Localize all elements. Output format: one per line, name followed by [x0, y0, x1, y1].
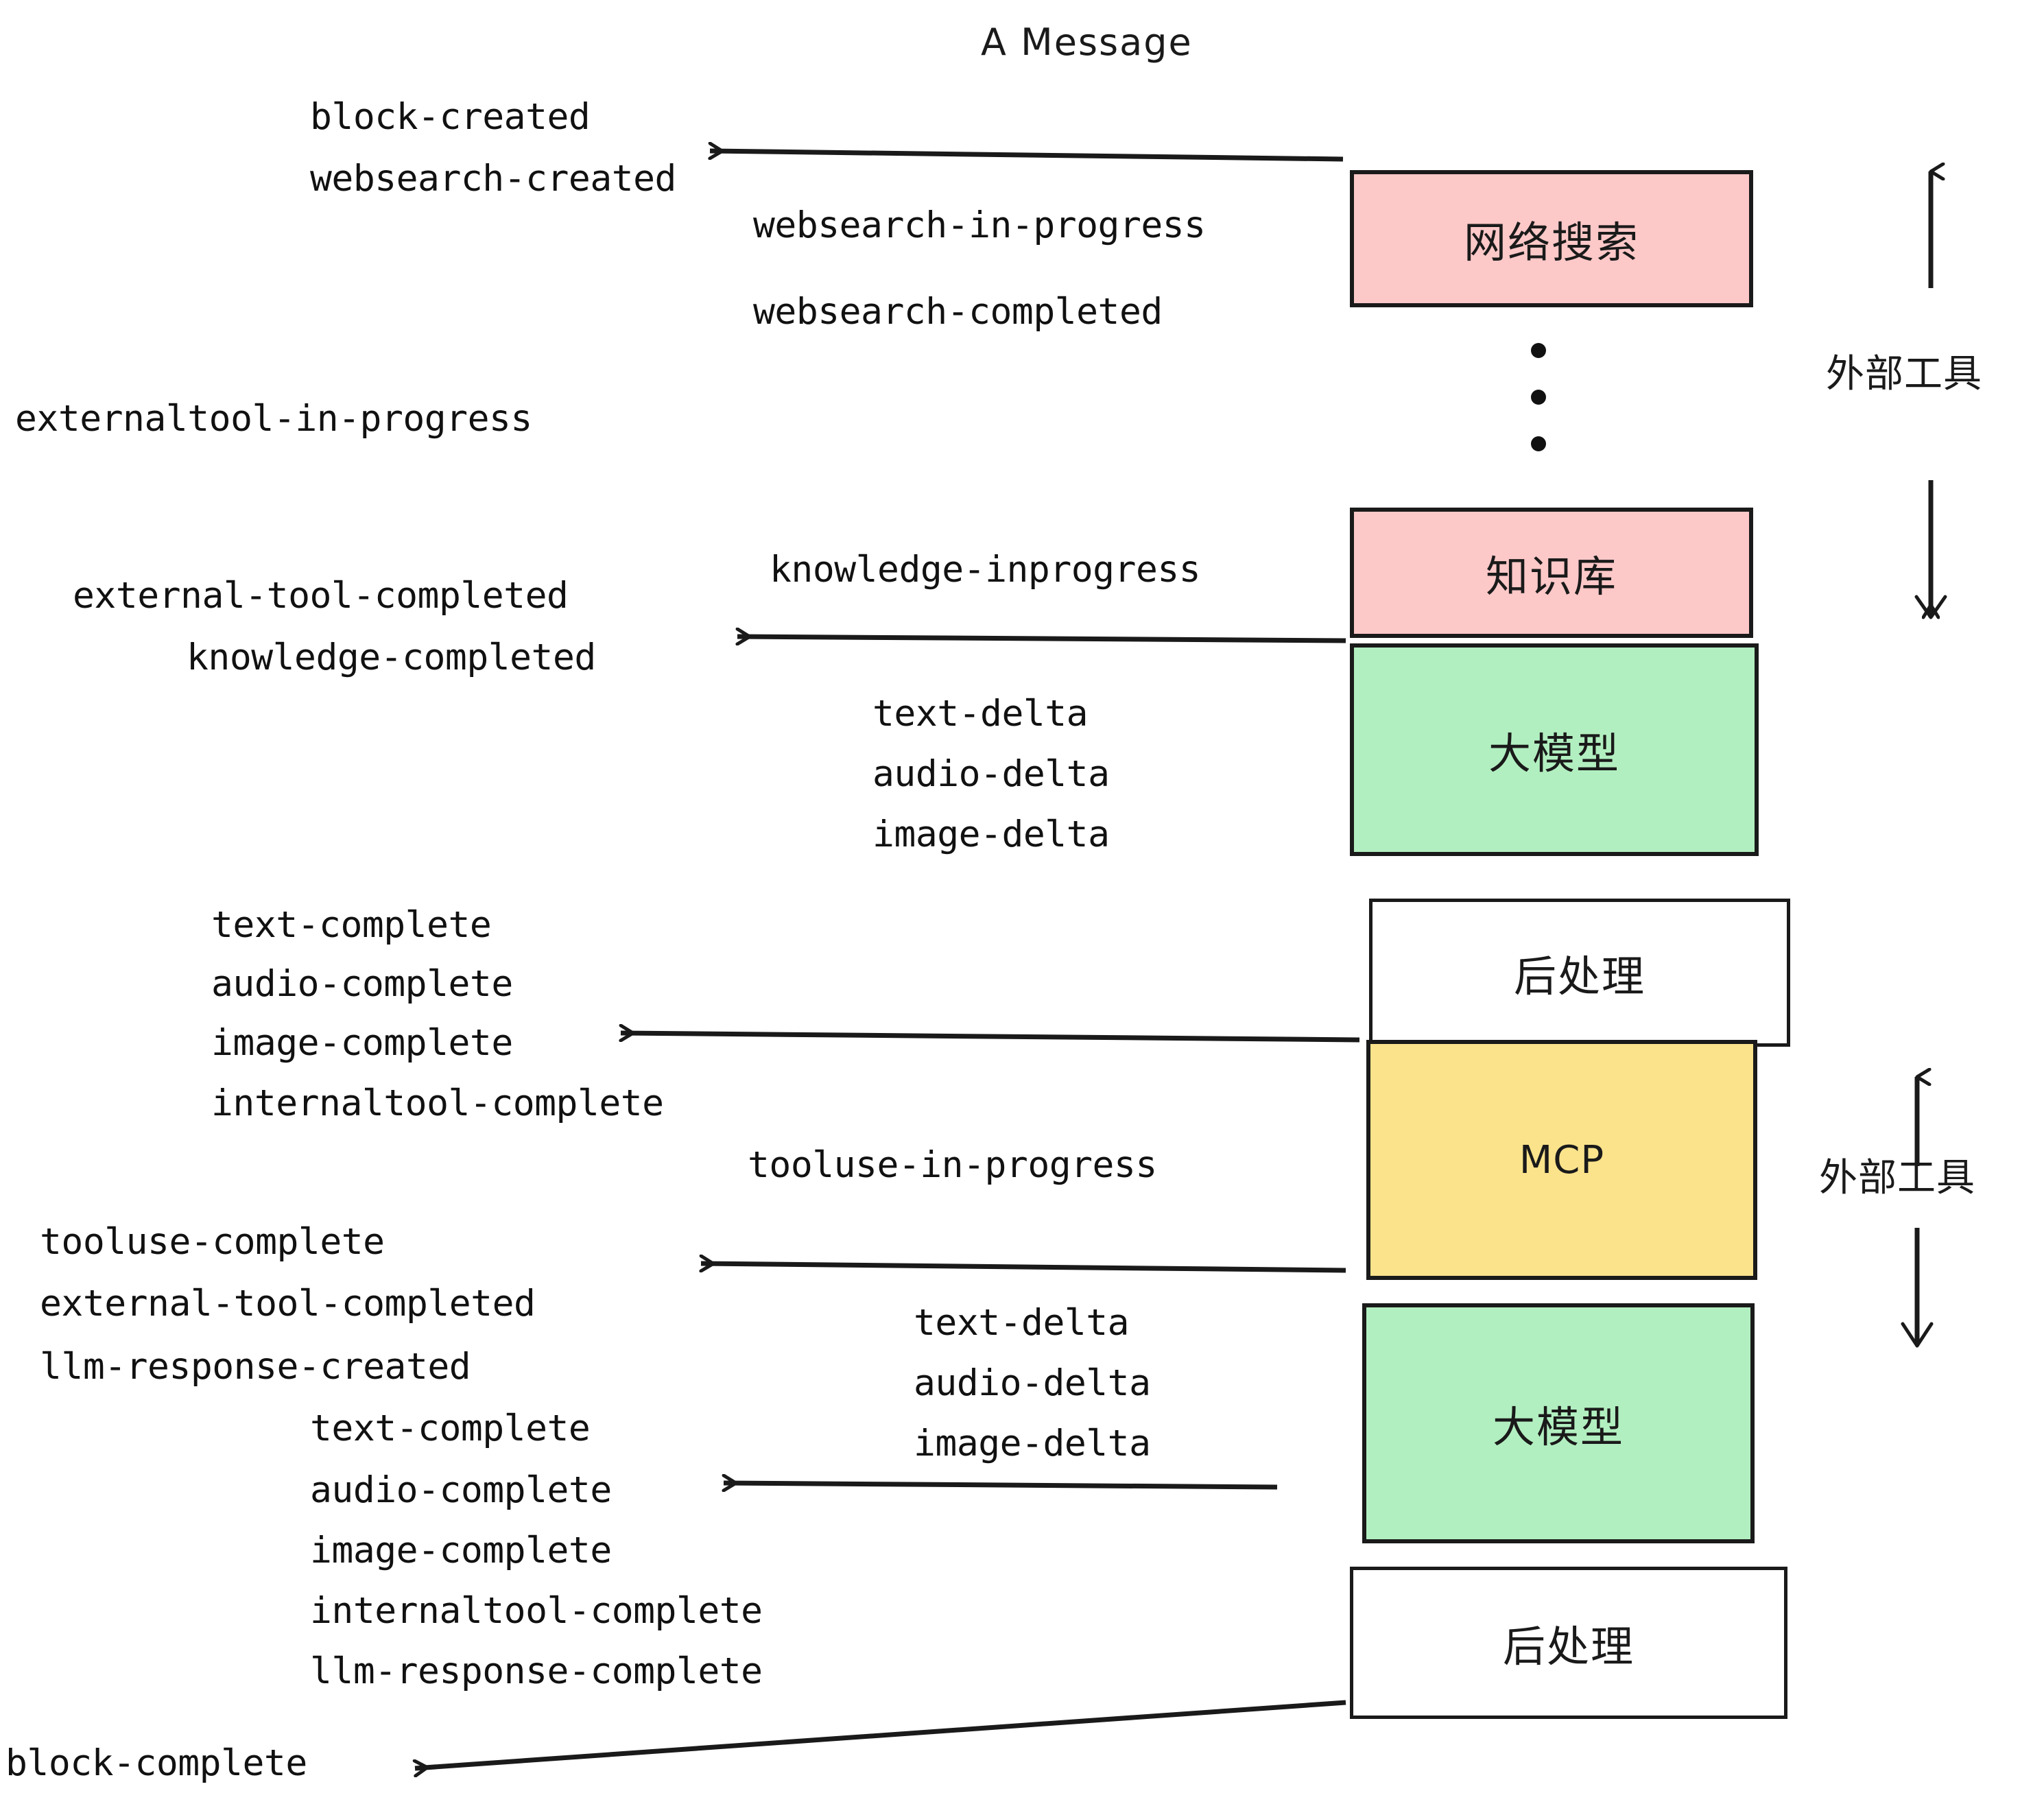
event-audio-complete-2: audio-complete [310, 1469, 612, 1511]
event-websearch-in-progress: websearch-in-progress [753, 204, 1206, 246]
arrow-postprocess-to-image-complete [621, 1033, 1360, 1043]
arrow-external-tool-bottom-down-head [1901, 1322, 1934, 1348]
arrow-websearch-to-block-created [710, 151, 1344, 162]
event-image-delta-2: image-delta [914, 1423, 1151, 1464]
node-llm-bottom-label: 大模型 [1492, 1402, 1624, 1452]
event-websearch-completed: websearch-completed [753, 291, 1163, 333]
event-block-created: block-created [310, 96, 591, 138]
event-llm-response-created: llm-response-created [40, 1346, 471, 1388]
event-text-complete-2: text-complete [310, 1408, 591, 1449]
node-postprocess-bottom-label: 后处理 [1502, 1622, 1635, 1672]
event-text-delta-2: text-delta [914, 1302, 1130, 1344]
node-knowledge: 知识库 [1350, 508, 1753, 638]
node-mcp-label: MCP [1519, 1137, 1605, 1183]
node-llm-top: 大模型 [1350, 643, 1759, 856]
label-external-tool-bottom: 外部工具 [1819, 1156, 1975, 1200]
event-knowledge-inprogress: knowledge-inprogress [770, 549, 1201, 591]
node-knowledge-label: 知识库 [1485, 551, 1617, 602]
event-internaltool-complete-1: internaltool-complete [211, 1082, 664, 1124]
event-block-complete: block-complete [5, 1742, 307, 1784]
page-title: A Message [981, 21, 1193, 64]
event-knowledge-completed: knowledge-completed [187, 637, 596, 678]
event-text-complete-1: text-complete [211, 904, 492, 946]
event-audio-delta-2: audio-delta [914, 1362, 1151, 1404]
node-mcp: MCP [1366, 1040, 1757, 1280]
event-image-complete-1: image-complete [211, 1022, 513, 1064]
node-llm-bottom: 大模型 [1362, 1303, 1755, 1543]
arrow-llm-to-audio-complete [724, 1483, 1278, 1487]
event-llm-response-complete: llm-response-complete [310, 1650, 763, 1692]
arrow-postprocess-to-block-complete [415, 1700, 1346, 1768]
node-websearch-label: 网络搜索 [1463, 217, 1639, 268]
node-postprocess-top: 后处理 [1369, 899, 1790, 1047]
event-text-delta-1: text-delta [872, 693, 1089, 735]
event-image-delta-1: image-delta [872, 814, 1110, 855]
ellipsis-dots [1531, 343, 1546, 483]
event-audio-delta-1: audio-delta [872, 753, 1110, 795]
event-websearch-created: websearch-created [310, 158, 676, 200]
event-audio-complete-1: audio-complete [211, 963, 513, 1005]
node-llm-top-label: 大模型 [1488, 728, 1620, 779]
node-postprocess-top-label: 后处理 [1513, 951, 1645, 1001]
event-external-tool-completed-1: external-tool-completed [73, 575, 569, 617]
arrow-external-tool-top-down-head [1914, 595, 1947, 619]
event-external-tool-completed-2: external-tool-completed [40, 1283, 536, 1325]
event-image-complete-2: image-complete [310, 1530, 612, 1571]
event-tooluse-in-progress: tooluse-in-progress [748, 1144, 1157, 1186]
node-websearch: 网络搜索 [1350, 170, 1753, 307]
node-postprocess-bottom: 后处理 [1350, 1567, 1787, 1719]
event-internaltool-complete-2: internaltool-complete [310, 1590, 763, 1632]
event-tooluse-complete: tooluse-complete [40, 1221, 385, 1263]
event-externaltool-in-progress: externaltool-in-progress [15, 398, 532, 440]
arrow-mcp-to-tooluse-complete [701, 1263, 1346, 1273]
label-external-tool-top: 外部工具 [1826, 352, 1982, 396]
arrow-llm-to-knowledge-completed [737, 637, 1346, 641]
